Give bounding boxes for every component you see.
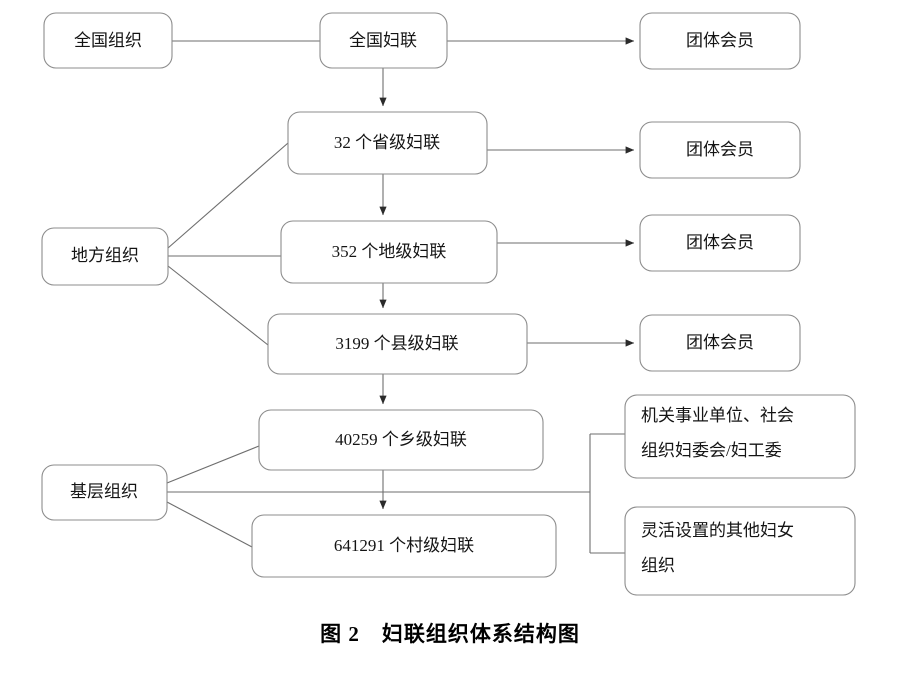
node-label-local-category: 地方组织 — [71, 246, 139, 265]
node-label-group-member-3: 团体会员 — [686, 233, 754, 252]
node-national-category[interactable]: 全国组织 — [43, 12, 173, 69]
node-label-national-acwf: 全国妇联 — [349, 31, 417, 50]
node-label-village-acwf: 641291 个村级妇联 — [334, 536, 474, 555]
node-label-group-member-1: 团体会员 — [686, 31, 754, 50]
node-group-member-1[interactable]: 团体会员 — [639, 12, 801, 70]
figure-caption: 图 2 妇联组织体系结构图 — [320, 622, 580, 646]
edge-local-category-to-county-acwf — [167, 265, 269, 346]
node-label-grassroots-category: 基层组织 — [70, 482, 138, 501]
edge-local-category-to-province-acwf — [167, 142, 289, 249]
node-prefecture-acwf[interactable]: 352 个地级妇联 — [280, 220, 498, 284]
node-group-member-3[interactable]: 团体会员 — [639, 214, 801, 272]
connector-layer — [166, 37, 635, 554]
node-label-group-member-4: 团体会员 — [686, 333, 754, 352]
node-label-prefecture-acwf: 352 个地级妇联 — [332, 242, 447, 261]
node-label-unit-committee-line1: 机关事业单位、社会 — [641, 406, 794, 425]
node-label-province-acwf: 32 个省级妇联 — [334, 133, 440, 152]
node-flexible-org[interactable]: 灵活设置的其他妇女 组织 — [624, 506, 856, 596]
node-label-group-member-2: 团体会员 — [686, 140, 754, 159]
node-group-member-2[interactable]: 团体会员 — [639, 121, 801, 179]
node-layer: 全国组织 全国妇联 团体会员 32 个省级妇联 团体会员 — [41, 12, 856, 596]
node-township-acwf[interactable]: 40259 个乡级妇联 — [258, 409, 544, 471]
node-county-acwf[interactable]: 3199 个县级妇联 — [267, 313, 528, 375]
node-province-acwf[interactable]: 32 个省级妇联 — [287, 111, 488, 175]
node-grassroots-category[interactable]: 基层组织 — [41, 464, 168, 521]
node-local-category[interactable]: 地方组织 — [41, 227, 169, 286]
node-national-acwf[interactable]: 全国妇联 — [319, 12, 448, 69]
node-unit-committee[interactable]: 机关事业单位、社会 组织妇委会/妇工委 — [624, 394, 856, 479]
edge-grassroots-category-to-village-acwf — [166, 501, 253, 548]
node-label-flexible-org-line2: 组织 — [641, 556, 675, 575]
node-label-township-acwf: 40259 个乡级妇联 — [335, 430, 467, 449]
node-label-flexible-org-line1: 灵活设置的其他妇女 — [641, 521, 794, 540]
node-group-member-4[interactable]: 团体会员 — [639, 314, 801, 372]
node-label-national-category: 全国组织 — [74, 31, 142, 50]
node-village-acwf[interactable]: 641291 个村级妇联 — [251, 514, 557, 578]
edge-grassroots-category-to-township-acwf — [166, 445, 260, 484]
node-label-county-acwf: 3199 个县级妇联 — [335, 334, 458, 353]
node-label-unit-committee-line2: 组织妇委会/妇工委 — [641, 441, 782, 460]
